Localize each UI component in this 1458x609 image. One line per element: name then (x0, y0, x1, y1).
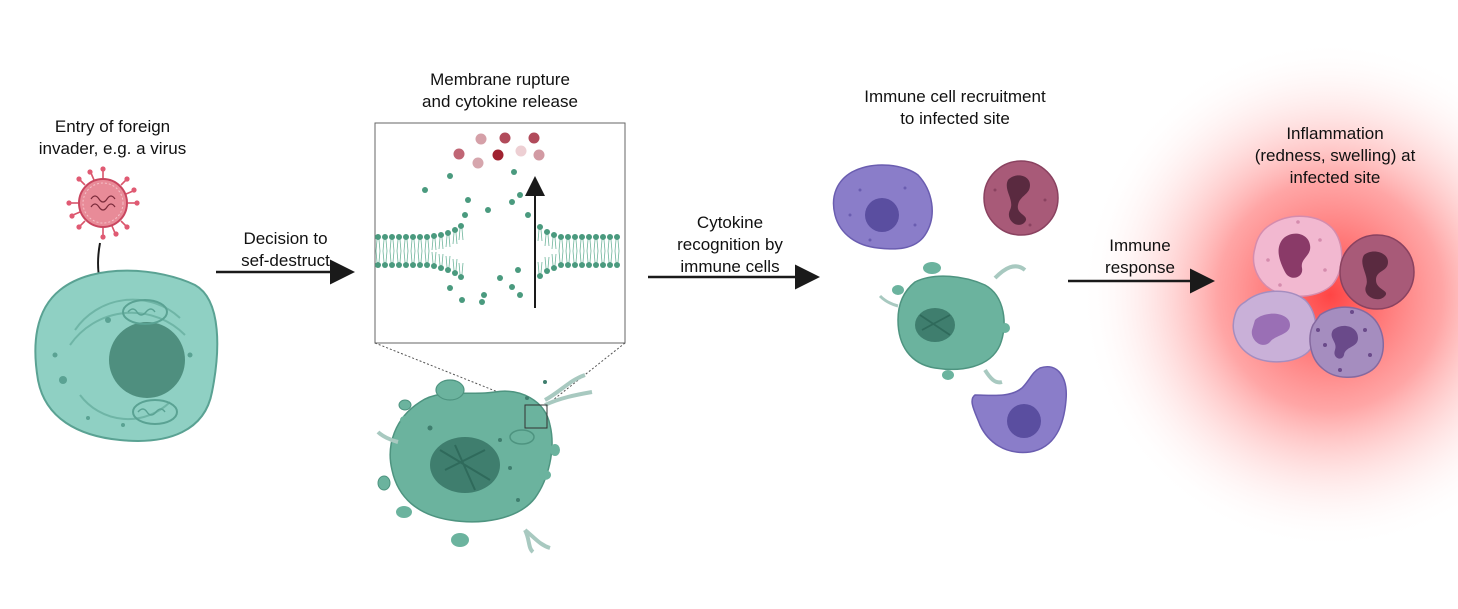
entry-label-line-2: invader, e.g. a virus (38, 139, 187, 158)
healthy-cell-icon (34, 269, 219, 442)
response-label-line-2: response (1105, 258, 1175, 277)
eosinophil-icon (1252, 215, 1343, 298)
macrophage-icon (971, 366, 1067, 454)
rupture-label: Membrane rupture and cytokine release (400, 69, 600, 113)
recognition-label-line-2: recognition by (677, 235, 783, 254)
virus-icon (66, 166, 140, 240)
response-label: Immune response (1085, 235, 1195, 279)
rupture-label-line-2: and cytokine release (422, 92, 578, 111)
inflammation-label-line-1: Inflammation (1286, 124, 1384, 143)
decision-label-line-2: sef-destruct (241, 251, 330, 270)
rupture-label-line-1: Membrane rupture (430, 70, 570, 89)
recognition-label-line-3: immune cells (680, 257, 780, 276)
basophil-icon (1309, 306, 1384, 378)
recruitment-label: Immune cell recruitment to infected site (835, 86, 1075, 130)
recruitment-label-line-1: Immune cell recruitment (864, 87, 1046, 106)
macrophage-icon (832, 164, 933, 250)
membrane-bilayer-icon (374, 169, 621, 305)
cytokine-icon (453, 132, 545, 169)
dying-cell-icon (376, 373, 593, 554)
response-label-line-1: Immune (1109, 236, 1171, 255)
membrane-inset (374, 122, 626, 344)
recognition-label-line-1: Cytokine (696, 213, 764, 232)
dying-cell-icon (878, 262, 1027, 385)
inflammation-label-line-3: infected site (1289, 168, 1381, 187)
inflammation-label-line-2: (redness, swelling) at (1254, 146, 1416, 165)
decision-label: Decision to sef-destruct (218, 228, 353, 272)
neutrophil-icon (983, 160, 1059, 236)
entry-label-line-1: Entry of foreign (54, 117, 171, 136)
recognition-label: Cytokine recognition by immune cells (655, 212, 805, 278)
neutrophil-icon (1339, 234, 1415, 310)
decision-label-line-1: Decision to (243, 229, 328, 248)
entry-label: Entry of foreign invader, e.g. a virus (30, 116, 195, 160)
inflammation-label: Inflammation (redness, swelling) at infe… (1235, 123, 1435, 189)
monocyte-icon (1232, 290, 1317, 363)
recruitment-label-line-2: to infected site (900, 109, 1010, 128)
zoom-line-right (547, 342, 626, 405)
